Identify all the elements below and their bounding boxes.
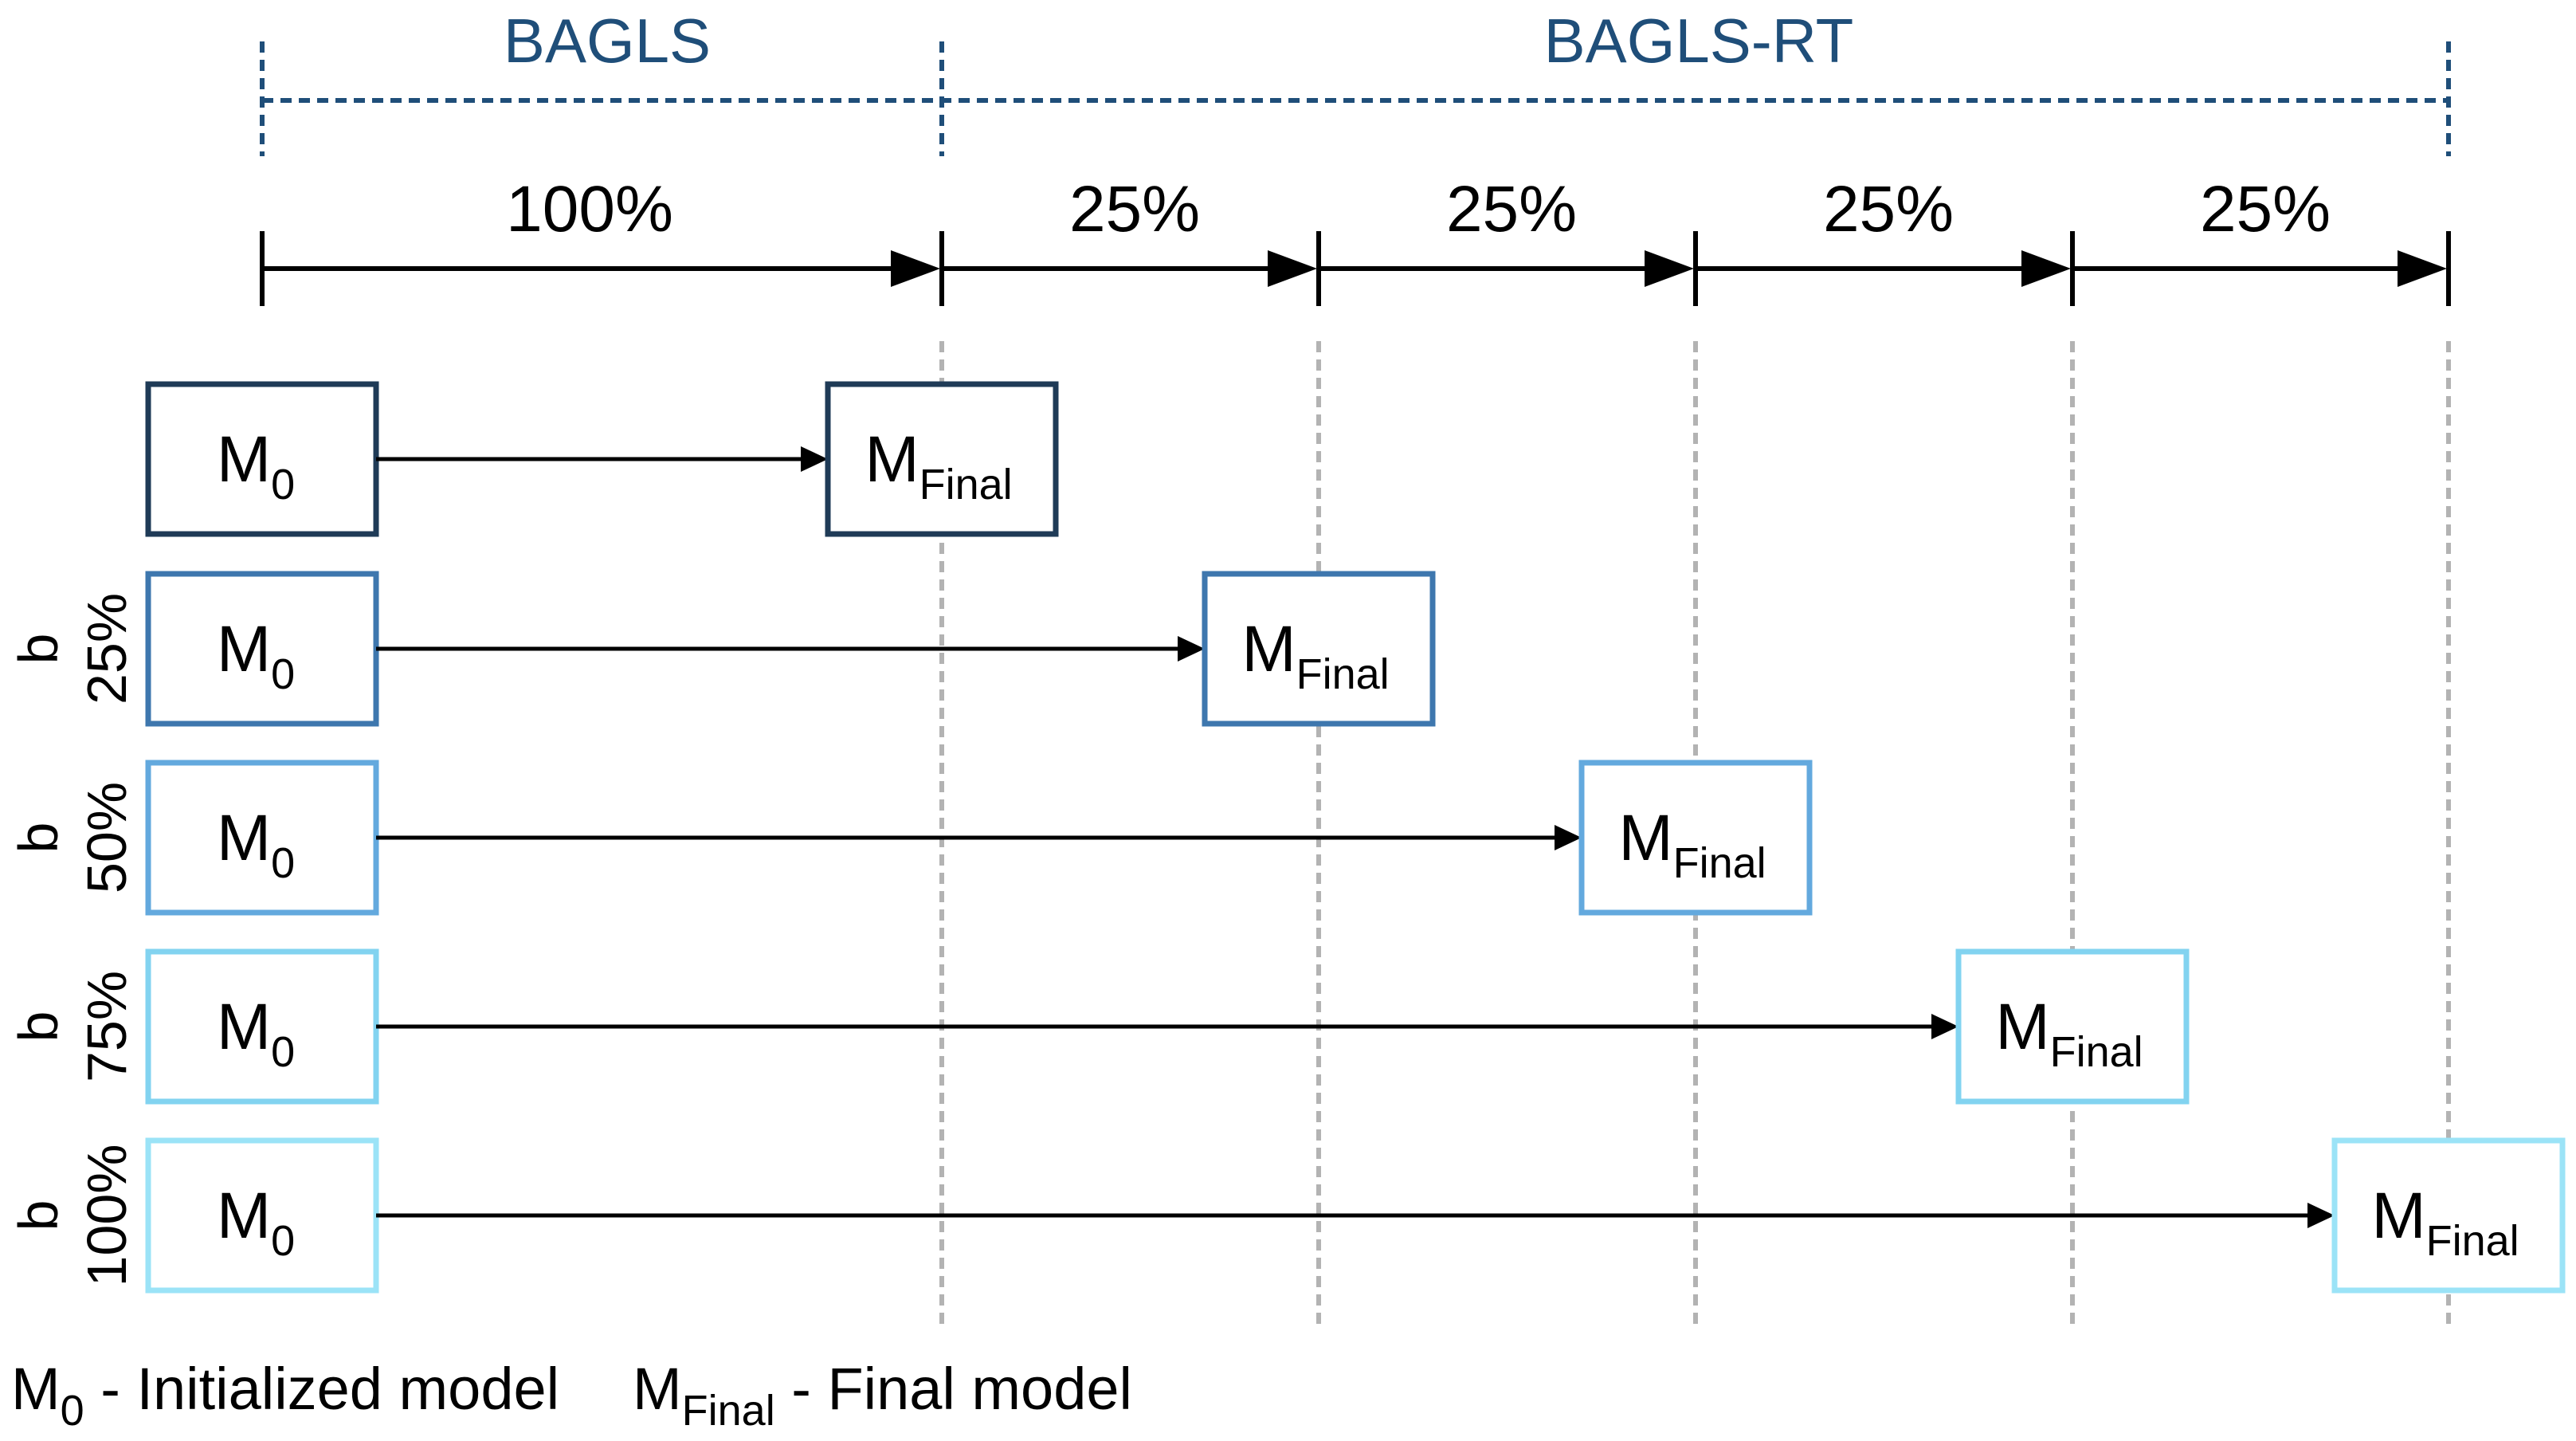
legend-symbol-main: M xyxy=(633,1356,682,1422)
final-model-box xyxy=(1955,948,2190,1105)
row-label-prefix: b xyxy=(7,1200,69,1231)
timeline-arrowheads xyxy=(891,250,2447,287)
model-symbol: M xyxy=(217,613,271,685)
final-model-label: MFinal xyxy=(1995,991,2143,1076)
model-subscript: Final xyxy=(1673,839,1766,887)
final-model-label: MFinal xyxy=(1241,613,1389,698)
timeline xyxy=(260,231,2451,306)
legend: M0 - Initialized model MFinal - Final mo… xyxy=(11,1356,1132,1435)
model-symbol: M xyxy=(217,1180,271,1252)
segment-label-3: 25% xyxy=(1446,173,1577,245)
model-symbol: M xyxy=(1995,991,2049,1063)
training-arrowhead xyxy=(1931,1014,1958,1039)
header-group-bagls-rt: BAGLS-RT xyxy=(1544,6,1854,76)
model-subscript: Final xyxy=(2426,1217,2519,1265)
timeline-arrowhead-5 xyxy=(2398,250,2447,287)
row-label-percent: 50% xyxy=(76,782,138,893)
legend-symbol-sub: 0 xyxy=(61,1387,84,1435)
row-label-percent: 25% xyxy=(76,593,138,705)
training-arrowhead xyxy=(1555,825,1582,850)
initial-model-label: M0 xyxy=(217,1180,295,1265)
initial-model-label: M0 xyxy=(217,613,295,698)
model-symbol: M xyxy=(217,802,271,874)
final-model-box xyxy=(2331,1137,2566,1294)
final-model-box xyxy=(825,381,1059,537)
model-subscript: Final xyxy=(1296,650,1390,698)
training-arrowhead xyxy=(801,446,828,472)
legend-item-initialized: M0 - Initialized model xyxy=(11,1356,559,1435)
timeline-arrowhead-1 xyxy=(891,250,940,287)
segment-label-2: 25% xyxy=(1069,173,1200,245)
model-subscript: 0 xyxy=(271,461,295,508)
timeline-arrowhead-4 xyxy=(2021,250,2071,287)
training-arrowhead xyxy=(2307,1203,2335,1228)
final-model-label: MFinal xyxy=(865,423,1012,508)
model-subscript: Final xyxy=(919,461,1013,508)
legend-symbol-main: M xyxy=(11,1356,61,1422)
final-model-box xyxy=(1202,571,1436,727)
initial-model-box xyxy=(145,1137,379,1294)
training-arrowhead xyxy=(1178,636,1205,662)
initial-model-label: M0 xyxy=(217,423,295,508)
final-model-label: MFinal xyxy=(1618,802,1766,887)
initial-model-box xyxy=(145,571,379,727)
segment-label-5: 25% xyxy=(2200,173,2331,245)
model-symbol: M xyxy=(217,423,271,496)
model-subscript: 0 xyxy=(271,839,295,887)
initial-model-label: M0 xyxy=(217,991,295,1076)
row-label-percent: 100% xyxy=(76,1144,138,1286)
final-model-label: MFinal xyxy=(2371,1180,2519,1265)
row-label-prefix: b xyxy=(7,823,69,854)
legend-symbol-sub: Final xyxy=(682,1387,775,1435)
row-label-prefix: b xyxy=(7,634,69,665)
initial-model-box xyxy=(145,948,379,1105)
legend-text: - Initialized model xyxy=(84,1356,559,1422)
legend-text: - Final model xyxy=(775,1356,1132,1422)
row-label-percent: 75% xyxy=(76,971,138,1082)
header-bracket xyxy=(260,41,2451,156)
segment-label-4: 25% xyxy=(1823,173,1954,245)
header-group-bagls: BAGLS xyxy=(504,6,711,76)
model-symbol: M xyxy=(1241,613,1296,685)
model-subscript: Final xyxy=(2050,1028,2143,1076)
model-subscript: 0 xyxy=(271,650,295,698)
row-label-prefix: b xyxy=(7,1011,69,1042)
legend-item-final: MFinal - Final model xyxy=(633,1356,1132,1435)
model-symbol: M xyxy=(1618,802,1672,874)
model-symbol: M xyxy=(217,991,271,1063)
model-subscript: 0 xyxy=(271,1028,295,1076)
timeline-arrowhead-2 xyxy=(1268,250,1317,287)
segment-label-1: 100% xyxy=(506,173,673,245)
initial-model-label: M0 xyxy=(217,802,295,887)
model-symbol: M xyxy=(2371,1180,2425,1252)
timeline-arrowhead-3 xyxy=(1645,250,1694,287)
model-subscript: 0 xyxy=(271,1217,295,1265)
final-model-box xyxy=(1578,760,1813,916)
model-symbol: M xyxy=(865,423,919,496)
